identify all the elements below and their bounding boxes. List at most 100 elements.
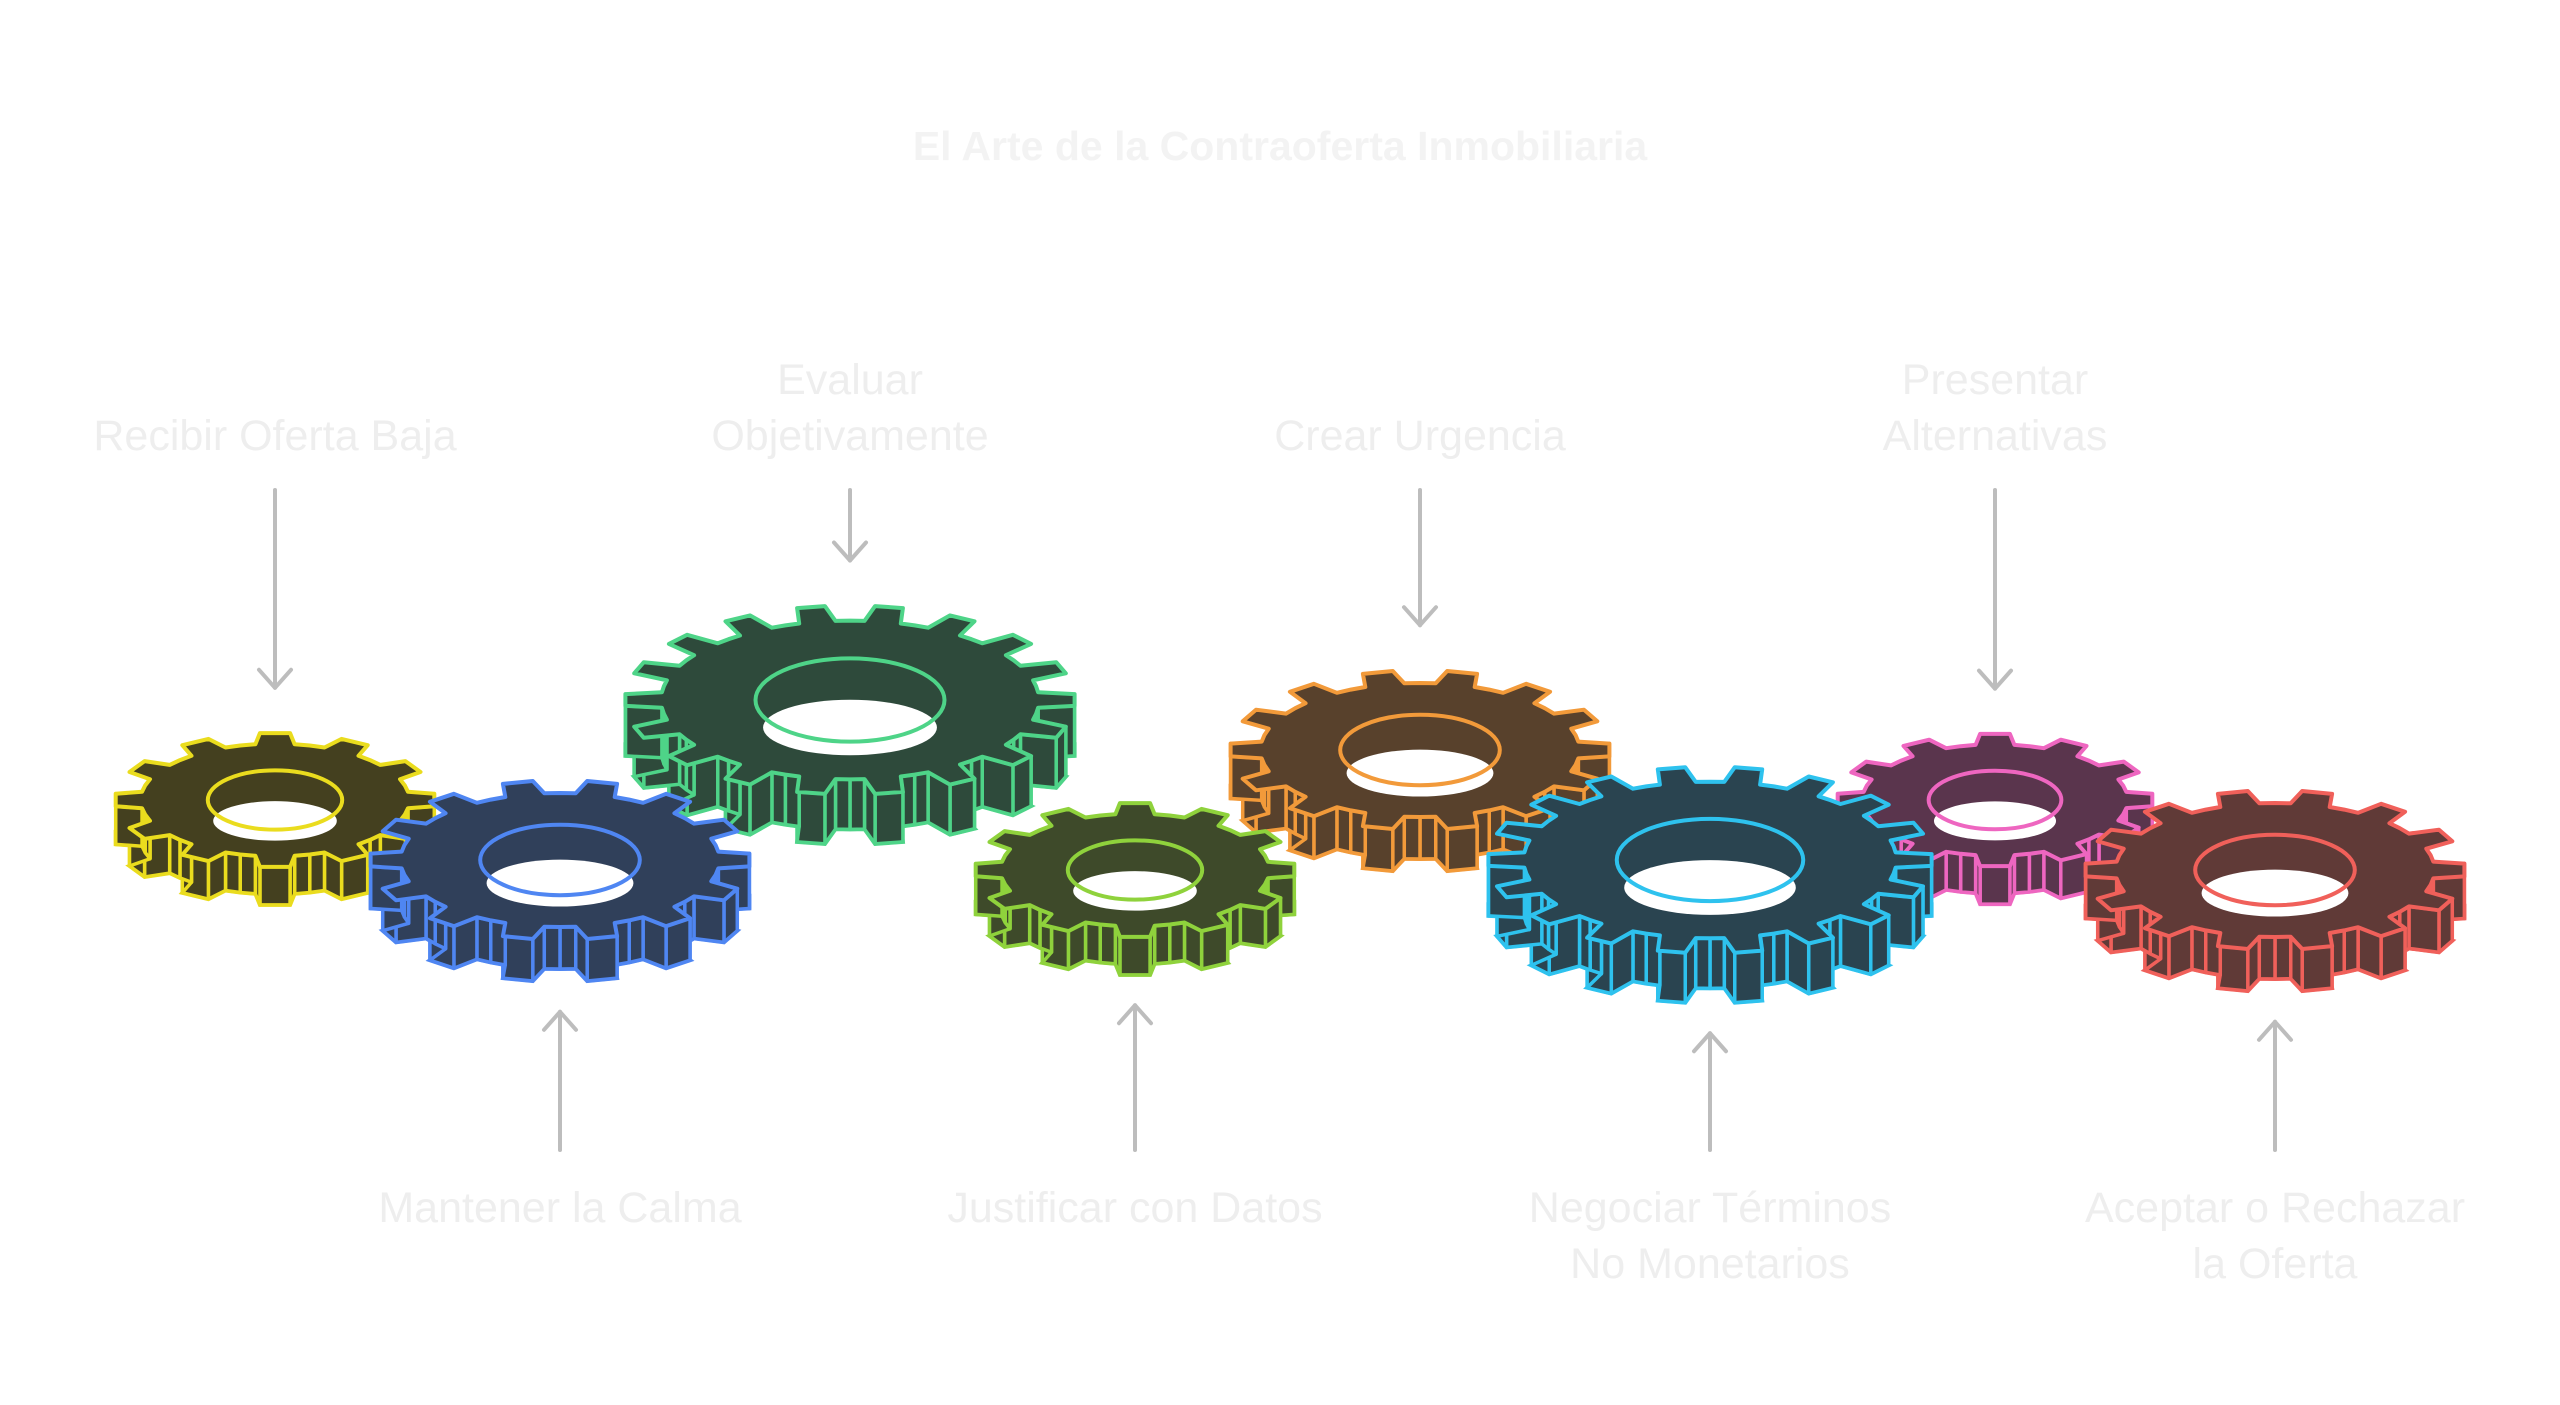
step-label-line: la Oferta xyxy=(2193,1240,2358,1288)
gear-top-face xyxy=(1486,765,1934,955)
gear-side-wall xyxy=(1168,920,1187,965)
step-label-line: Objetivamente xyxy=(711,412,988,460)
gear-hole-through xyxy=(1624,860,1796,915)
gear-hole-through xyxy=(213,801,337,841)
step-label-1: Recibir Oferta Baja xyxy=(93,412,456,460)
gear-side-wall xyxy=(795,790,827,846)
arrow-head xyxy=(1692,1031,1728,1054)
gear-side-wall xyxy=(1402,814,1422,861)
arrows-layer xyxy=(257,488,2293,1152)
arrow-head xyxy=(1977,668,2013,691)
gear-side-wall xyxy=(238,852,258,896)
gear-hole-rim xyxy=(478,822,642,898)
gear-side-wall xyxy=(1335,805,1353,855)
gear-side-wall xyxy=(1098,922,1118,966)
step-label-2: Mantener la Calma xyxy=(378,1184,741,1232)
arrow-head xyxy=(1402,605,1438,628)
gear-side-wall xyxy=(1445,824,1479,873)
gear-side-wall xyxy=(1978,864,2012,906)
step-label-line: Evaluar xyxy=(777,356,923,404)
gear-side-wall xyxy=(833,777,852,832)
step-label-5: Crear Urgencia xyxy=(1274,412,1566,460)
gear-side-wall xyxy=(2257,934,2277,981)
gear-hole-rim xyxy=(1065,838,1205,902)
step-label-6: Negociar Términos No Monetarios xyxy=(1529,1184,1891,1288)
gear-hole-rim xyxy=(1614,816,1806,904)
gear-side-wall xyxy=(475,915,493,965)
gear-side-wall xyxy=(1708,936,1727,991)
step-label-line: Negociar Términos xyxy=(1529,1184,1891,1232)
step-label-line: Presentar xyxy=(1902,356,2088,404)
gear-side-wall xyxy=(770,770,788,827)
gear-side-wall xyxy=(1418,814,1438,861)
gear-hole-through xyxy=(1073,871,1197,911)
gear-side-wall xyxy=(1631,929,1648,986)
step-label-line: Justificar con Datos xyxy=(947,1184,1322,1232)
step-label-line: No Monetarios xyxy=(1570,1240,1850,1288)
gear-side-wall xyxy=(558,924,578,971)
gear-side-wall xyxy=(1118,935,1152,977)
step-label-8: Aceptar o Rechazar la Oferta xyxy=(2085,1184,2465,1288)
gear-8 xyxy=(2083,789,2467,994)
arrow-head xyxy=(257,667,293,690)
gear-side-wall xyxy=(585,934,619,983)
diagram-title: El Arte de la Contraoferta Inmobiliaria xyxy=(913,123,1649,169)
gear-side-wall xyxy=(1083,920,1102,965)
step-label-line: Aceptar o Rechazar xyxy=(2085,1184,2465,1232)
gear-side-wall xyxy=(542,924,562,971)
step-label-line: Crear Urgencia xyxy=(1274,412,1566,460)
gear-side-wall xyxy=(627,915,645,965)
arrow-head xyxy=(1117,1003,1153,1026)
gear-side-wall xyxy=(2190,925,2208,975)
gear-side-wall xyxy=(2300,944,2334,993)
gear-side-wall xyxy=(2342,925,2360,975)
gear-4 xyxy=(973,801,1297,977)
step-label-line: Mantener la Calma xyxy=(378,1184,741,1232)
arrow-head xyxy=(832,540,868,563)
gear-top-face xyxy=(973,801,1297,939)
gear-side-wall xyxy=(1656,948,1687,1005)
gear-side-wall xyxy=(1806,935,1835,996)
gear-top-face xyxy=(113,731,437,869)
gear-hole-rim xyxy=(2193,832,2357,908)
gear-side-wall xyxy=(2407,904,2441,955)
gear-side-wall xyxy=(258,865,292,907)
gear-2 xyxy=(368,779,752,984)
gear-hole-through xyxy=(1933,801,2057,841)
gear-side-wall xyxy=(1772,929,1789,986)
gear-hole-rim xyxy=(205,768,345,832)
gear-side-wall xyxy=(912,770,930,827)
gear-side-wall xyxy=(692,894,726,945)
gear-side-wall xyxy=(2216,944,2250,993)
gear-side-wall xyxy=(1944,850,1963,894)
gear-side-wall xyxy=(1152,922,1172,966)
step-label-line: Alternativas xyxy=(1883,412,2108,460)
gear-side-wall xyxy=(848,777,867,832)
gear-side-wall xyxy=(223,850,242,895)
gear-side-wall xyxy=(1238,903,1268,949)
gear-hole-through xyxy=(2201,869,2349,917)
gear-side-wall xyxy=(1733,948,1764,1005)
arrow-head xyxy=(2257,1019,2293,1042)
gear-6 xyxy=(1486,765,1934,1005)
gear-side-wall xyxy=(2273,934,2293,981)
gear-3 xyxy=(623,604,1077,846)
gear-side-wall xyxy=(948,776,977,837)
step-label-4: Justificar con Datos xyxy=(947,1184,1322,1232)
gear-side-wall xyxy=(1958,852,1978,895)
gear-side-wall xyxy=(2027,850,2046,894)
gear-hole-rim xyxy=(1338,712,1502,788)
gear-side-wall xyxy=(308,850,327,895)
gears-layer xyxy=(113,604,2467,1005)
gear-hole-through xyxy=(763,699,937,756)
arrow-head xyxy=(542,1009,578,1032)
gear-side-wall xyxy=(292,852,312,896)
gear-hole-through xyxy=(486,859,634,907)
gear-hole-rim xyxy=(753,656,947,744)
gear-side-wall xyxy=(2012,852,2032,895)
gear-side-wall xyxy=(501,934,535,983)
